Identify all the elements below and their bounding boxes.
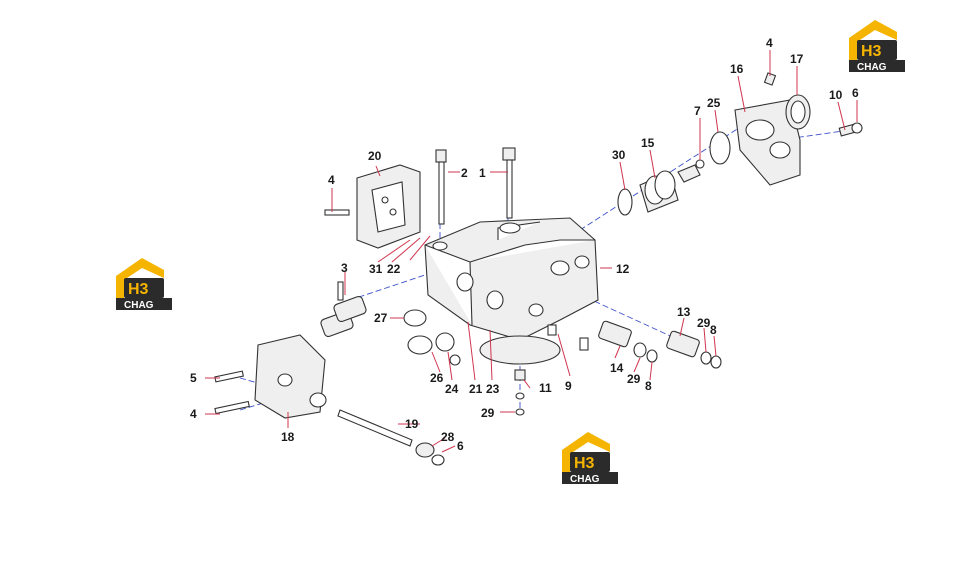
callout-29-mid: 29 (627, 372, 641, 386)
callout-28: 28 (441, 430, 455, 444)
callout-17: 17 (790, 52, 804, 66)
callout-4-cover: 4 (328, 173, 335, 187)
callout-10: 10 (829, 88, 843, 102)
callout-13: 13 (677, 305, 691, 319)
callout-20: 20 (368, 149, 382, 163)
callout-11: 11 (539, 381, 552, 395)
callout-15: 15 (641, 136, 655, 150)
callout-4-housing: 4 (766, 36, 773, 50)
callout-6-lower: 6 (457, 439, 464, 453)
callout-12: 12 (616, 262, 630, 276)
callout-7: 7 (694, 104, 701, 118)
callout-14: 14 (610, 361, 624, 375)
callout-4-lower: 4 (190, 407, 197, 421)
callout-3: 3 (341, 261, 348, 275)
cover-plate-20 (356, 164, 421, 249)
callout-1: 1 (479, 166, 486, 180)
left-components (214, 281, 461, 466)
callout-19: 19 (405, 417, 419, 431)
svg-text:H3: H3 (128, 281, 149, 298)
callout-8-mid: 8 (645, 379, 652, 393)
rear-housing-16 (734, 94, 811, 186)
logo-top-right: H3 CHAG (849, 20, 905, 73)
callout-21: 21 (469, 382, 483, 396)
svg-text:CHAG: CHAG (124, 300, 154, 311)
svg-text:CHAG: CHAG (857, 62, 887, 73)
logo-left: H3 CHAG (116, 258, 172, 311)
callout-31: 31 (369, 262, 383, 276)
leader-lines (205, 50, 858, 453)
callout-25: 25 (707, 96, 721, 110)
callout-8-right: 8 (710, 323, 717, 337)
right-components (514, 320, 722, 416)
bolts (324, 72, 863, 225)
callout-27: 27 (374, 311, 388, 325)
callout-9: 9 (565, 379, 572, 393)
callout-6-housing: 6 (852, 86, 859, 100)
logo-bottom: H3 CHAG (562, 432, 618, 485)
callout-26: 26 (430, 371, 444, 385)
callout-18: 18 (281, 430, 295, 444)
callout-16: 16 (730, 62, 744, 76)
callout-29-right: 29 (697, 316, 711, 330)
callout-23: 23 (486, 382, 500, 396)
svg-text:CHAG: CHAG (570, 474, 600, 485)
spring-assembly (617, 131, 731, 216)
callout-24: 24 (445, 382, 459, 396)
callout-5: 5 (190, 371, 197, 385)
svg-text:H3: H3 (574, 455, 595, 472)
callout-29-lower: 29 (481, 406, 495, 420)
callout-22: 22 (387, 262, 401, 276)
callouts: 1 2 3 4 4 4 5 6 6 7 8 8 9 10 11 12 13 14… (190, 36, 859, 453)
callout-2: 2 (461, 166, 468, 180)
valve-body (424, 217, 599, 365)
svg-text:H3: H3 (861, 43, 882, 60)
callout-30: 30 (612, 148, 626, 162)
